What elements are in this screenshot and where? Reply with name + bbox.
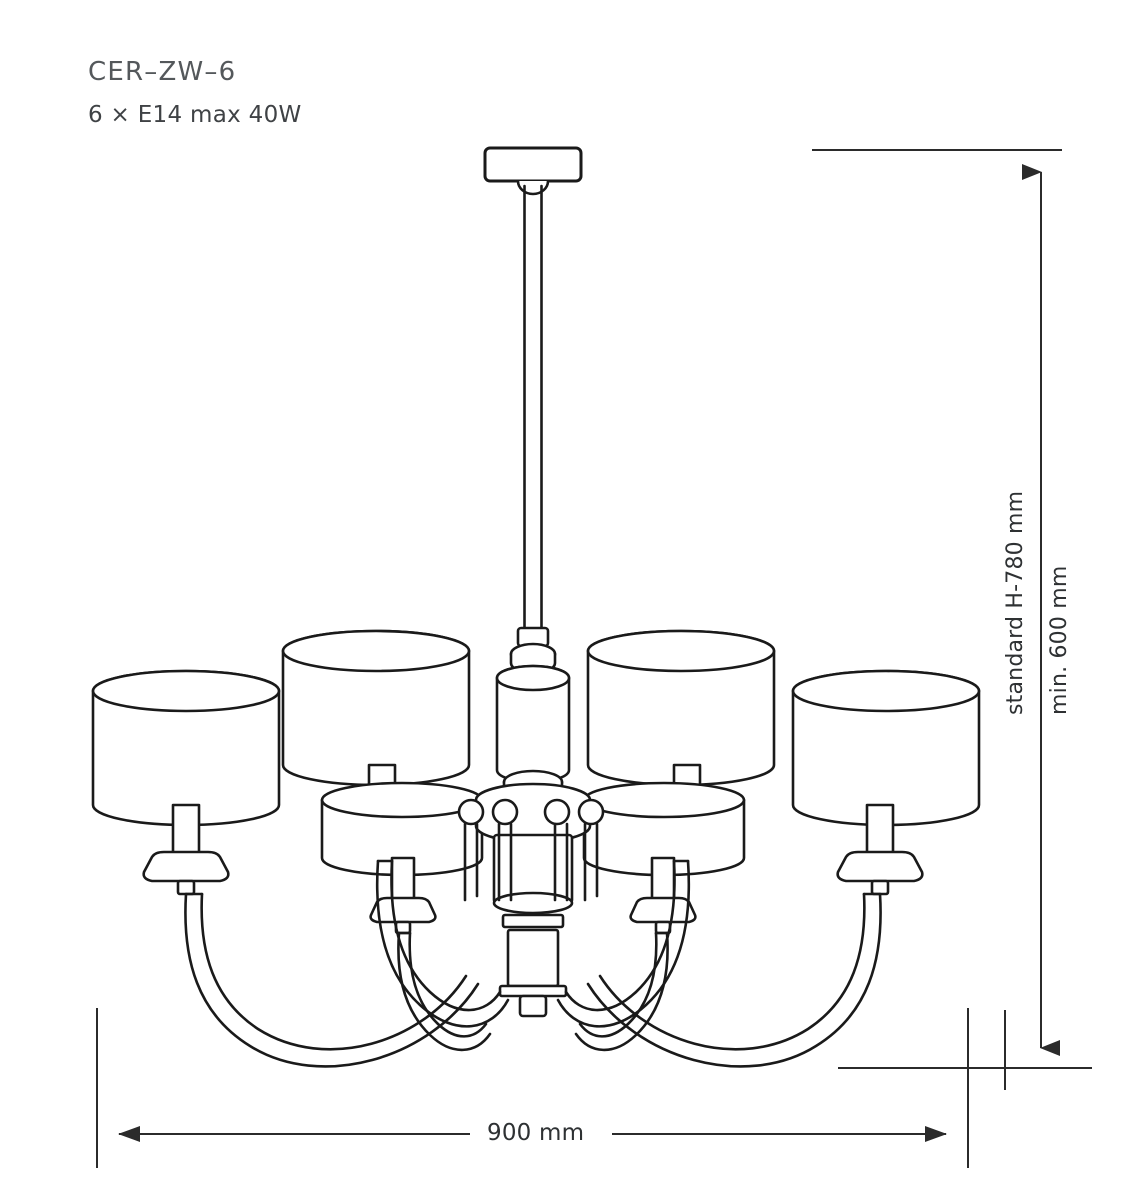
chandelier-assembly [91, 146, 981, 1068]
product-lamp-spec-label: 6 × E14 max 40W [88, 102, 302, 129]
dimension-height-min-label: min. 600 mm [1047, 565, 1072, 715]
dimension-annotations [96, 149, 1092, 1168]
rear-shade-right [586, 629, 776, 787]
hub-arm-stems [463, 822, 599, 902]
outer-shade-right [791, 669, 981, 827]
central-hub [457, 782, 605, 1018]
front-socket-right [629, 856, 697, 935]
arm-front-right [574, 931, 669, 1052]
arm-front-left [397, 931, 492, 1052]
product-model-label: CER–ZW–6 [88, 57, 237, 87]
outer-socket-left [142, 803, 230, 896]
outer-shade-left [91, 669, 281, 827]
rear-shade-left [281, 629, 471, 787]
dimension-width-label: 900 mm [487, 1120, 585, 1146]
arm-rear-right [556, 859, 691, 1028]
suspension-rod [523, 184, 543, 630]
arm-rear-left [375, 859, 510, 1028]
outer-socket-right [836, 803, 924, 896]
product-label-block: CER–ZW–6 6 × E14 max 40W [88, 52, 302, 134]
ceiling-mount [483, 146, 583, 196]
dimension-height-standard-label: standard H-780 mm [1003, 490, 1028, 715]
